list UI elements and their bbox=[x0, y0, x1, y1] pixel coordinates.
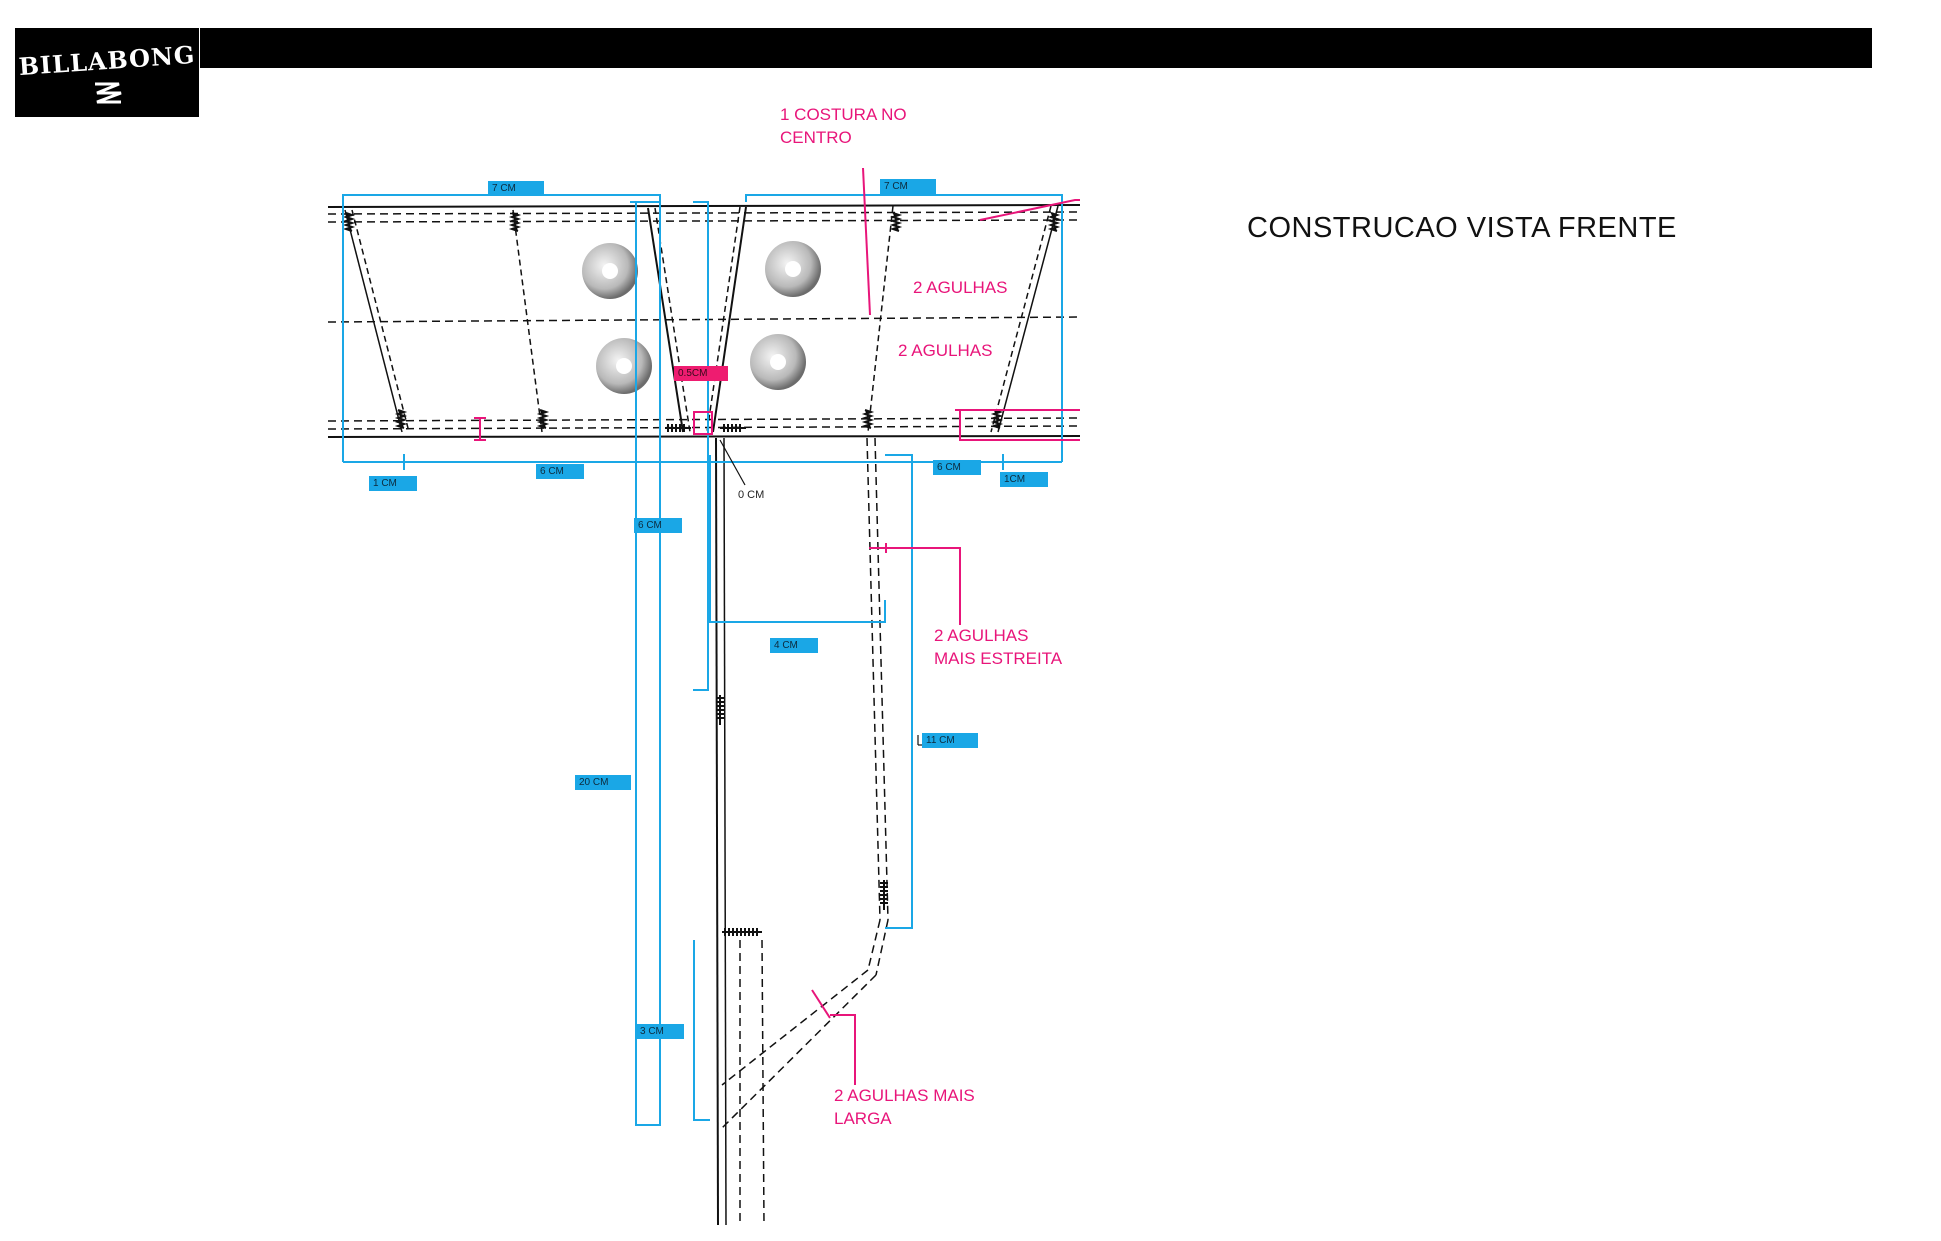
measure-bottom-left-1: 1 CM bbox=[369, 476, 417, 491]
rivet-icon bbox=[596, 338, 652, 394]
measure-top-right: 7 CM bbox=[880, 179, 936, 194]
note-two-needles-wide: 2 AGULHAS MAIS LARGA bbox=[834, 1086, 975, 1128]
note-two-needles-1: 2 AGULHAS bbox=[913, 278, 1008, 297]
rivets bbox=[582, 241, 821, 394]
waistband bbox=[327, 204, 1081, 438]
rivet-icon bbox=[750, 334, 806, 390]
measure-bottom-right-6: 6 CM bbox=[933, 460, 981, 475]
fly-seams bbox=[715, 437, 889, 1226]
measure-top-left: 7 CM bbox=[488, 181, 544, 196]
measure-fly-11: 11 CM bbox=[922, 733, 978, 748]
measure-fly-4: 4 CM bbox=[770, 638, 818, 653]
note-two-needles-narrow: 2 AGULHAS MAIS ESTREITA bbox=[934, 626, 1063, 668]
note-two-needles-2: 2 AGULHAS bbox=[898, 341, 993, 360]
measure-fly-20: 20 CM bbox=[575, 775, 631, 790]
measure-fly-3: 3 CM bbox=[636, 1024, 684, 1039]
measure-fly-6: 6 CM bbox=[634, 518, 682, 533]
brand-logo: BILLABONG bbox=[15, 28, 199, 117]
annotation-leaders bbox=[474, 167, 1080, 1085]
zero-arrow bbox=[719, 439, 925, 746]
rivet-icon bbox=[582, 243, 638, 299]
page-title: CONSTRUCAO VISTA FRENTE bbox=[1247, 212, 1677, 244]
front-rise-seams bbox=[647, 206, 747, 433]
header-bar bbox=[200, 28, 1872, 68]
bartacks bbox=[342, 212, 1061, 936]
logo-wave-icon bbox=[95, 82, 122, 104]
measure-bottom-right-1: 1CM bbox=[1000, 472, 1048, 487]
note-center-seam: 1 COSTURA NO CENTRO bbox=[780, 105, 907, 147]
measure-bottom-left-6: 6 CM bbox=[536, 464, 584, 479]
measure-center: 0.5CM bbox=[674, 366, 728, 381]
measure-zero: 0 CM bbox=[738, 489, 765, 501]
side-seams bbox=[344, 205, 1059, 433]
rivet-icon bbox=[765, 241, 821, 297]
